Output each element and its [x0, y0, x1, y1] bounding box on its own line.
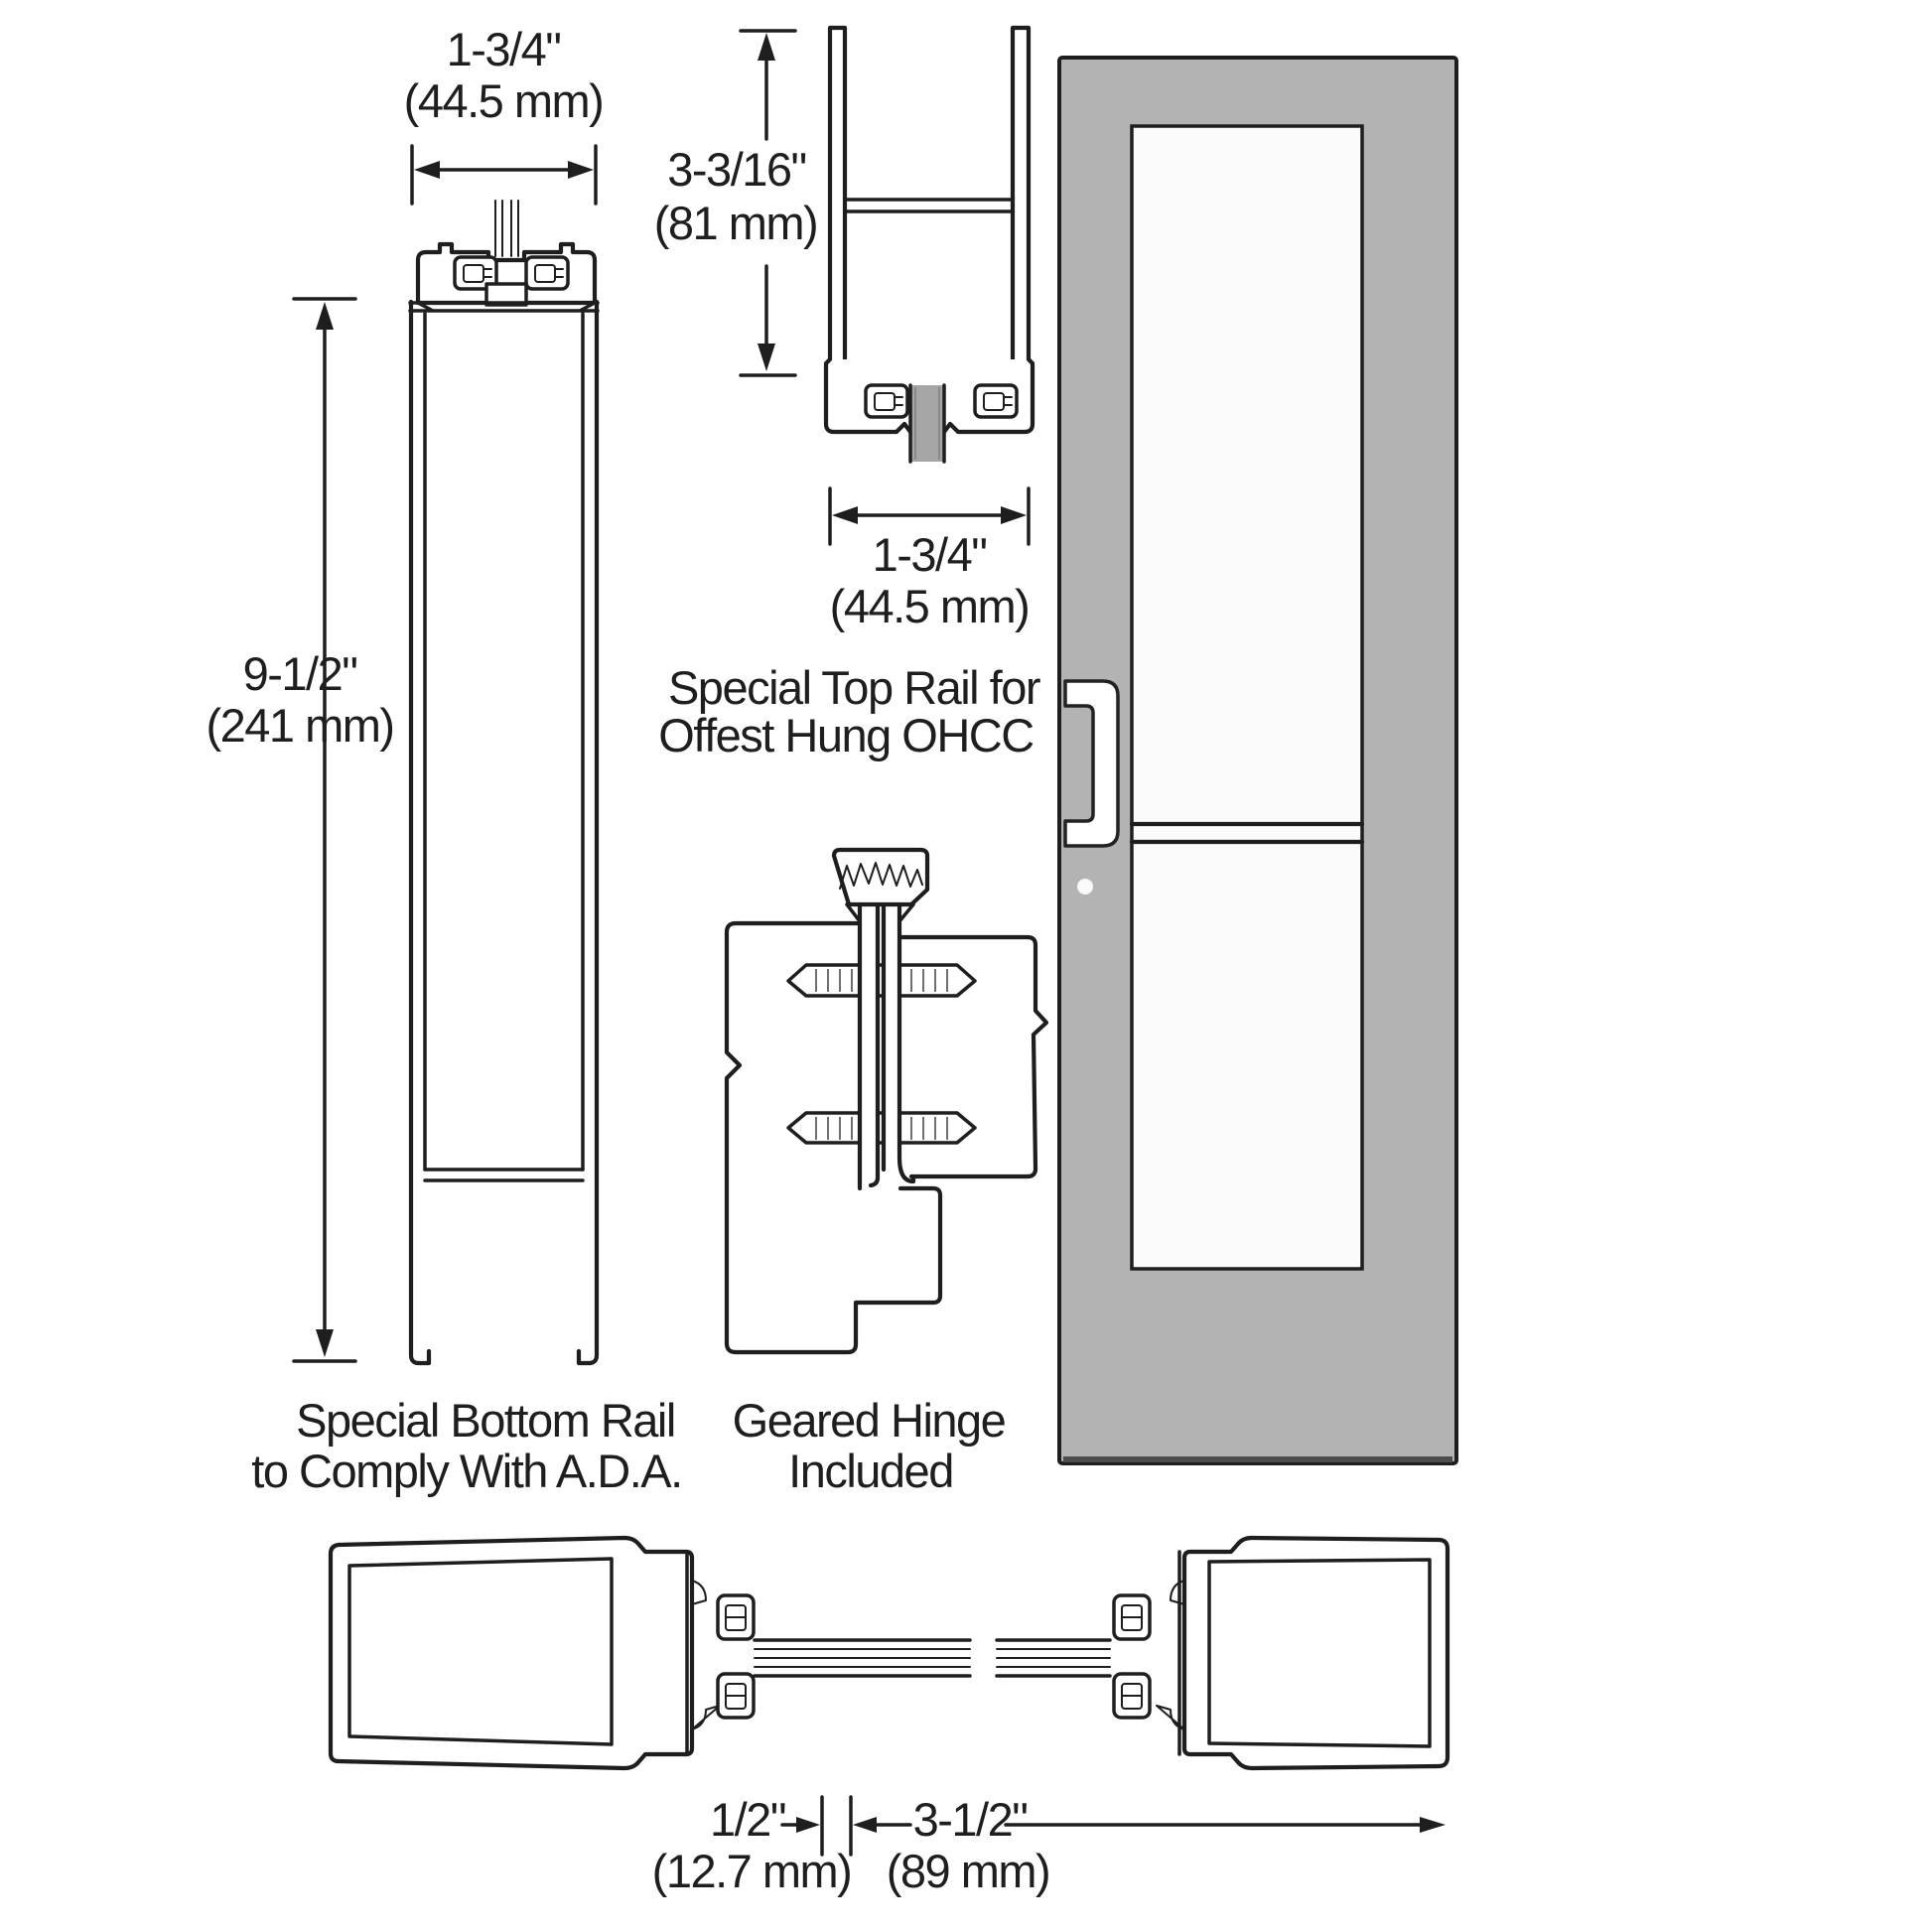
stile-outline [328, 1535, 695, 1771]
stile-interlock-wedges [691, 1580, 721, 1730]
arrowhead-up [758, 33, 775, 61]
top-rail-caption: Special Top Rail for Offest Hung OHCC [658, 661, 1041, 761]
hinge-left-leaf-block [724, 920, 943, 1355]
top-rail-height-dimension: 3-3/16" (81 mm) [654, 29, 819, 377]
plan-cross-section: 1/2" (12.7 mm) 3-1/2" (89 mm) [328, 1535, 1450, 1897]
hinge-channel-right-fill [884, 905, 899, 1170]
door-pull-handle [1063, 679, 1120, 848]
rail-divider [423, 1168, 585, 1182]
geared-hinge-caption: Geared Hinge Included [733, 1394, 1007, 1497]
clamp-band [408, 301, 600, 313]
caption-line2: Offest Hung OHCC [658, 709, 1034, 761]
dim-label-metric: (241 mm) [206, 699, 393, 752]
gear-teeth [839, 862, 923, 890]
door-mid-rail [1129, 821, 1365, 845]
hinge-channel-right [881, 902, 916, 1184]
bottom-rail-caption: Special Bottom Rail to Comply With A.D.A… [251, 1394, 683, 1497]
plan-right-stile [1112, 1535, 1450, 1771]
glazing-clip [864, 383, 909, 419]
dim-label: 9-1/2" [243, 647, 357, 700]
stile-glass-pocket [347, 1557, 614, 1746]
glazing-clip [973, 383, 1019, 419]
rail-outer-walls [408, 299, 600, 1345]
caption-line1: Special Bottom Rail [296, 1394, 675, 1447]
plan-glass [753, 1638, 1112, 1678]
gear-cap-necks [845, 902, 915, 923]
bottom-rail-width-dimension: 1-3/4" (44.5 mm) [404, 23, 605, 206]
rail-foot-right [576, 1339, 600, 1366]
arrowhead-left [414, 161, 440, 179]
plan-stile-dimension: 3-1/2" (89 mm) [853, 1793, 1446, 1897]
dim-label-metric: (44.5 mm) [830, 580, 1030, 632]
dimension-line [828, 486, 1031, 546]
hinge-channel-left [857, 902, 881, 1191]
caption-line1: Special Top Rail for [668, 661, 1040, 714]
caption-line2: to Comply With A.D.A. [251, 1445, 681, 1497]
dim-label: 3-1/2" [913, 1793, 1028, 1846]
rail-web [843, 198, 1015, 213]
dimension-line [410, 144, 598, 206]
arrowhead-down [316, 1329, 334, 1357]
rail-foot-left [408, 1339, 432, 1366]
dim-label: 3-3/16" [667, 143, 805, 196]
caption-line2: Included [788, 1445, 953, 1497]
top-rail-profile [823, 25, 1035, 464]
arrowhead-right [1001, 506, 1027, 524]
dim-label-metric: (89 mm) [887, 1845, 1049, 1897]
glass-strip-lines [914, 387, 940, 460]
arrowhead-down [758, 344, 775, 371]
arrowhead-left [832, 506, 858, 524]
glass-edges [753, 1638, 1112, 1678]
hinge-right-leaf-block [896, 934, 1049, 1179]
glass-tongue [494, 200, 519, 257]
dim-label: 1-3/4" [873, 528, 987, 581]
glazing-clip [1112, 1672, 1152, 1720]
bottom-rail-height-dimension: 9-1/2" (241 mm) [206, 297, 395, 1363]
glazing-clip [524, 255, 570, 291]
dim-label: 1-3/4" [447, 23, 561, 75]
dim-label-metric: (81 mm) [654, 197, 817, 249]
dimension-line [780, 1795, 853, 1857]
stile-interlock-wedges [1156, 1580, 1185, 1730]
arrowhead-right [796, 1817, 820, 1833]
glazing-clip [716, 1672, 756, 1720]
glazing-clip [1112, 1593, 1152, 1641]
glass-inner-lines [754, 1648, 1111, 1668]
setting-block [484, 282, 528, 307]
arrowhead-right [1420, 1817, 1446, 1833]
dim-label: 1/2" [710, 1793, 785, 1846]
caption-line1: Geared Hinge [733, 1394, 1006, 1447]
stile-outline [1181, 1535, 1450, 1771]
stile-glass-pocket [1207, 1558, 1432, 1748]
bottom-rail-section: 1-3/4" (44.5 mm) 9-1/2" (241 mm) Special… [206, 23, 683, 1497]
lock-cylinder [1077, 879, 1093, 895]
rail-inner-walls [423, 312, 585, 1172]
top-rail-width-dimension: 1-3/4" (44.5 mm) [828, 486, 1031, 632]
dim-label-metric: (12.7 mm) [652, 1845, 852, 1897]
arrowhead-up [316, 302, 334, 330]
door-elevation [1057, 56, 1458, 1465]
geared-hinge-drawing [724, 847, 1049, 1355]
plan-left-stile [328, 1535, 756, 1771]
dimension-line [292, 297, 357, 1363]
geared-hinge-section: Geared Hinge Included [724, 847, 1049, 1497]
door-glass [1130, 124, 1364, 1271]
glazing-clip [716, 1593, 756, 1641]
hinge-channel-left-fill [860, 905, 878, 1188]
arrowhead-left [853, 1817, 877, 1833]
rail-walls [827, 25, 1032, 362]
top-rail-section: 3-3/16" (81 mm) 1-3/4" (44.5 mm) Special… [654, 25, 1041, 761]
dimension-line [739, 29, 797, 377]
glass-strip-edges [908, 383, 946, 464]
bottom-rail-profile [408, 200, 600, 1366]
dim-label-metric: (44.5 mm) [404, 74, 604, 127]
plan-gap-dimension: 1/2" (12.7 mm) [652, 1793, 853, 1897]
arrowhead-right [568, 161, 594, 179]
